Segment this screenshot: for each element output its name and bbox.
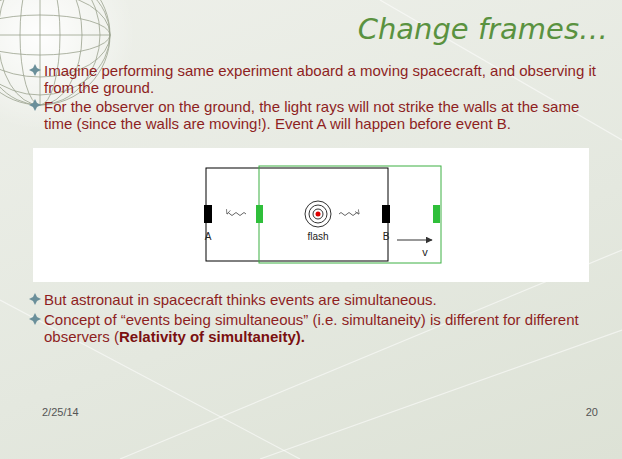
bullet-paragraph: For the observer on the ground, the ligh… <box>44 98 600 132</box>
bullet-paragraph: Concept of “events being simultaneous” (… <box>44 311 600 345</box>
date-footer: 2/25/14 <box>42 406 79 418</box>
page-number: 20 <box>586 406 598 418</box>
bullet-paragraph: But astronaut in spacecraft thinks event… <box>44 291 600 308</box>
bullet-text: But astronaut in spacecraft thinks event… <box>44 291 437 308</box>
figure-panel <box>33 148 589 282</box>
bullet-paragraph: Imagine performing same experiment aboar… <box>44 62 600 96</box>
bullet-text: Imagine performing same experiment aboar… <box>44 62 596 96</box>
flash-label: flash <box>307 231 328 242</box>
bullet-text: For the observer on the ground, the ligh… <box>44 98 579 132</box>
velocity-label: v <box>422 246 428 258</box>
slide-title: Change frames… <box>358 12 608 46</box>
wall-label: B <box>383 231 390 242</box>
spacecraft-figure <box>204 166 441 263</box>
wall-label: A <box>205 231 212 242</box>
bold-term: Relativity of simultaneity). <box>119 328 305 345</box>
